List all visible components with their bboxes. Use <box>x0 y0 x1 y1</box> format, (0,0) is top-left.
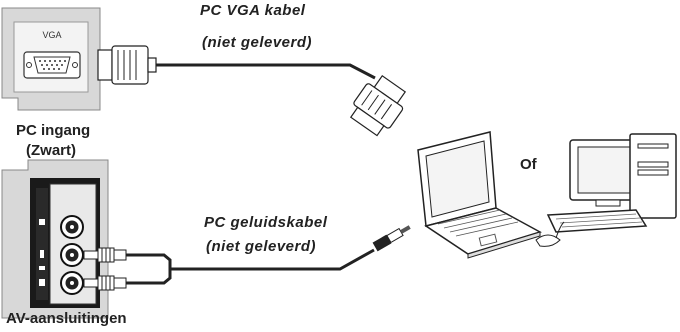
audio-cable-note: (niet geleverd) <box>206 238 317 255</box>
vga-plug-left-icon <box>97 45 157 85</box>
pc-input-label: PC ingang <box>16 122 91 139</box>
vga-plug-right-icon <box>349 74 407 137</box>
desktop-computer-icon <box>535 133 677 247</box>
audio-cable-label: PC geluidskabel <box>204 214 328 231</box>
vga-cable-label: PC VGA kabel <box>200 2 306 19</box>
pc-input-color-label: (Zwart) <box>26 142 76 159</box>
rca-jack-video-icon <box>60 215 84 239</box>
jack-markings <box>39 219 45 286</box>
rca-plug-top-icon <box>83 247 127 263</box>
vga-cable-note: (niet geleverd) <box>202 34 313 51</box>
av-panel <box>1 159 109 319</box>
vga-cable <box>97 45 407 137</box>
vga-port-icon <box>23 51 81 79</box>
audio-cable <box>83 225 411 291</box>
vga-port-label: VGA <box>42 30 61 40</box>
rca-jack-left-icon <box>60 243 84 267</box>
rca-jack-right-icon <box>60 271 84 295</box>
vga-panel: VGA <box>1 7 101 111</box>
av-connections-label: AV-aansluitingen <box>6 310 127 327</box>
laptop-icon <box>417 131 542 259</box>
or-label: Of <box>520 156 537 173</box>
audio-jack-plug-icon <box>372 225 411 252</box>
